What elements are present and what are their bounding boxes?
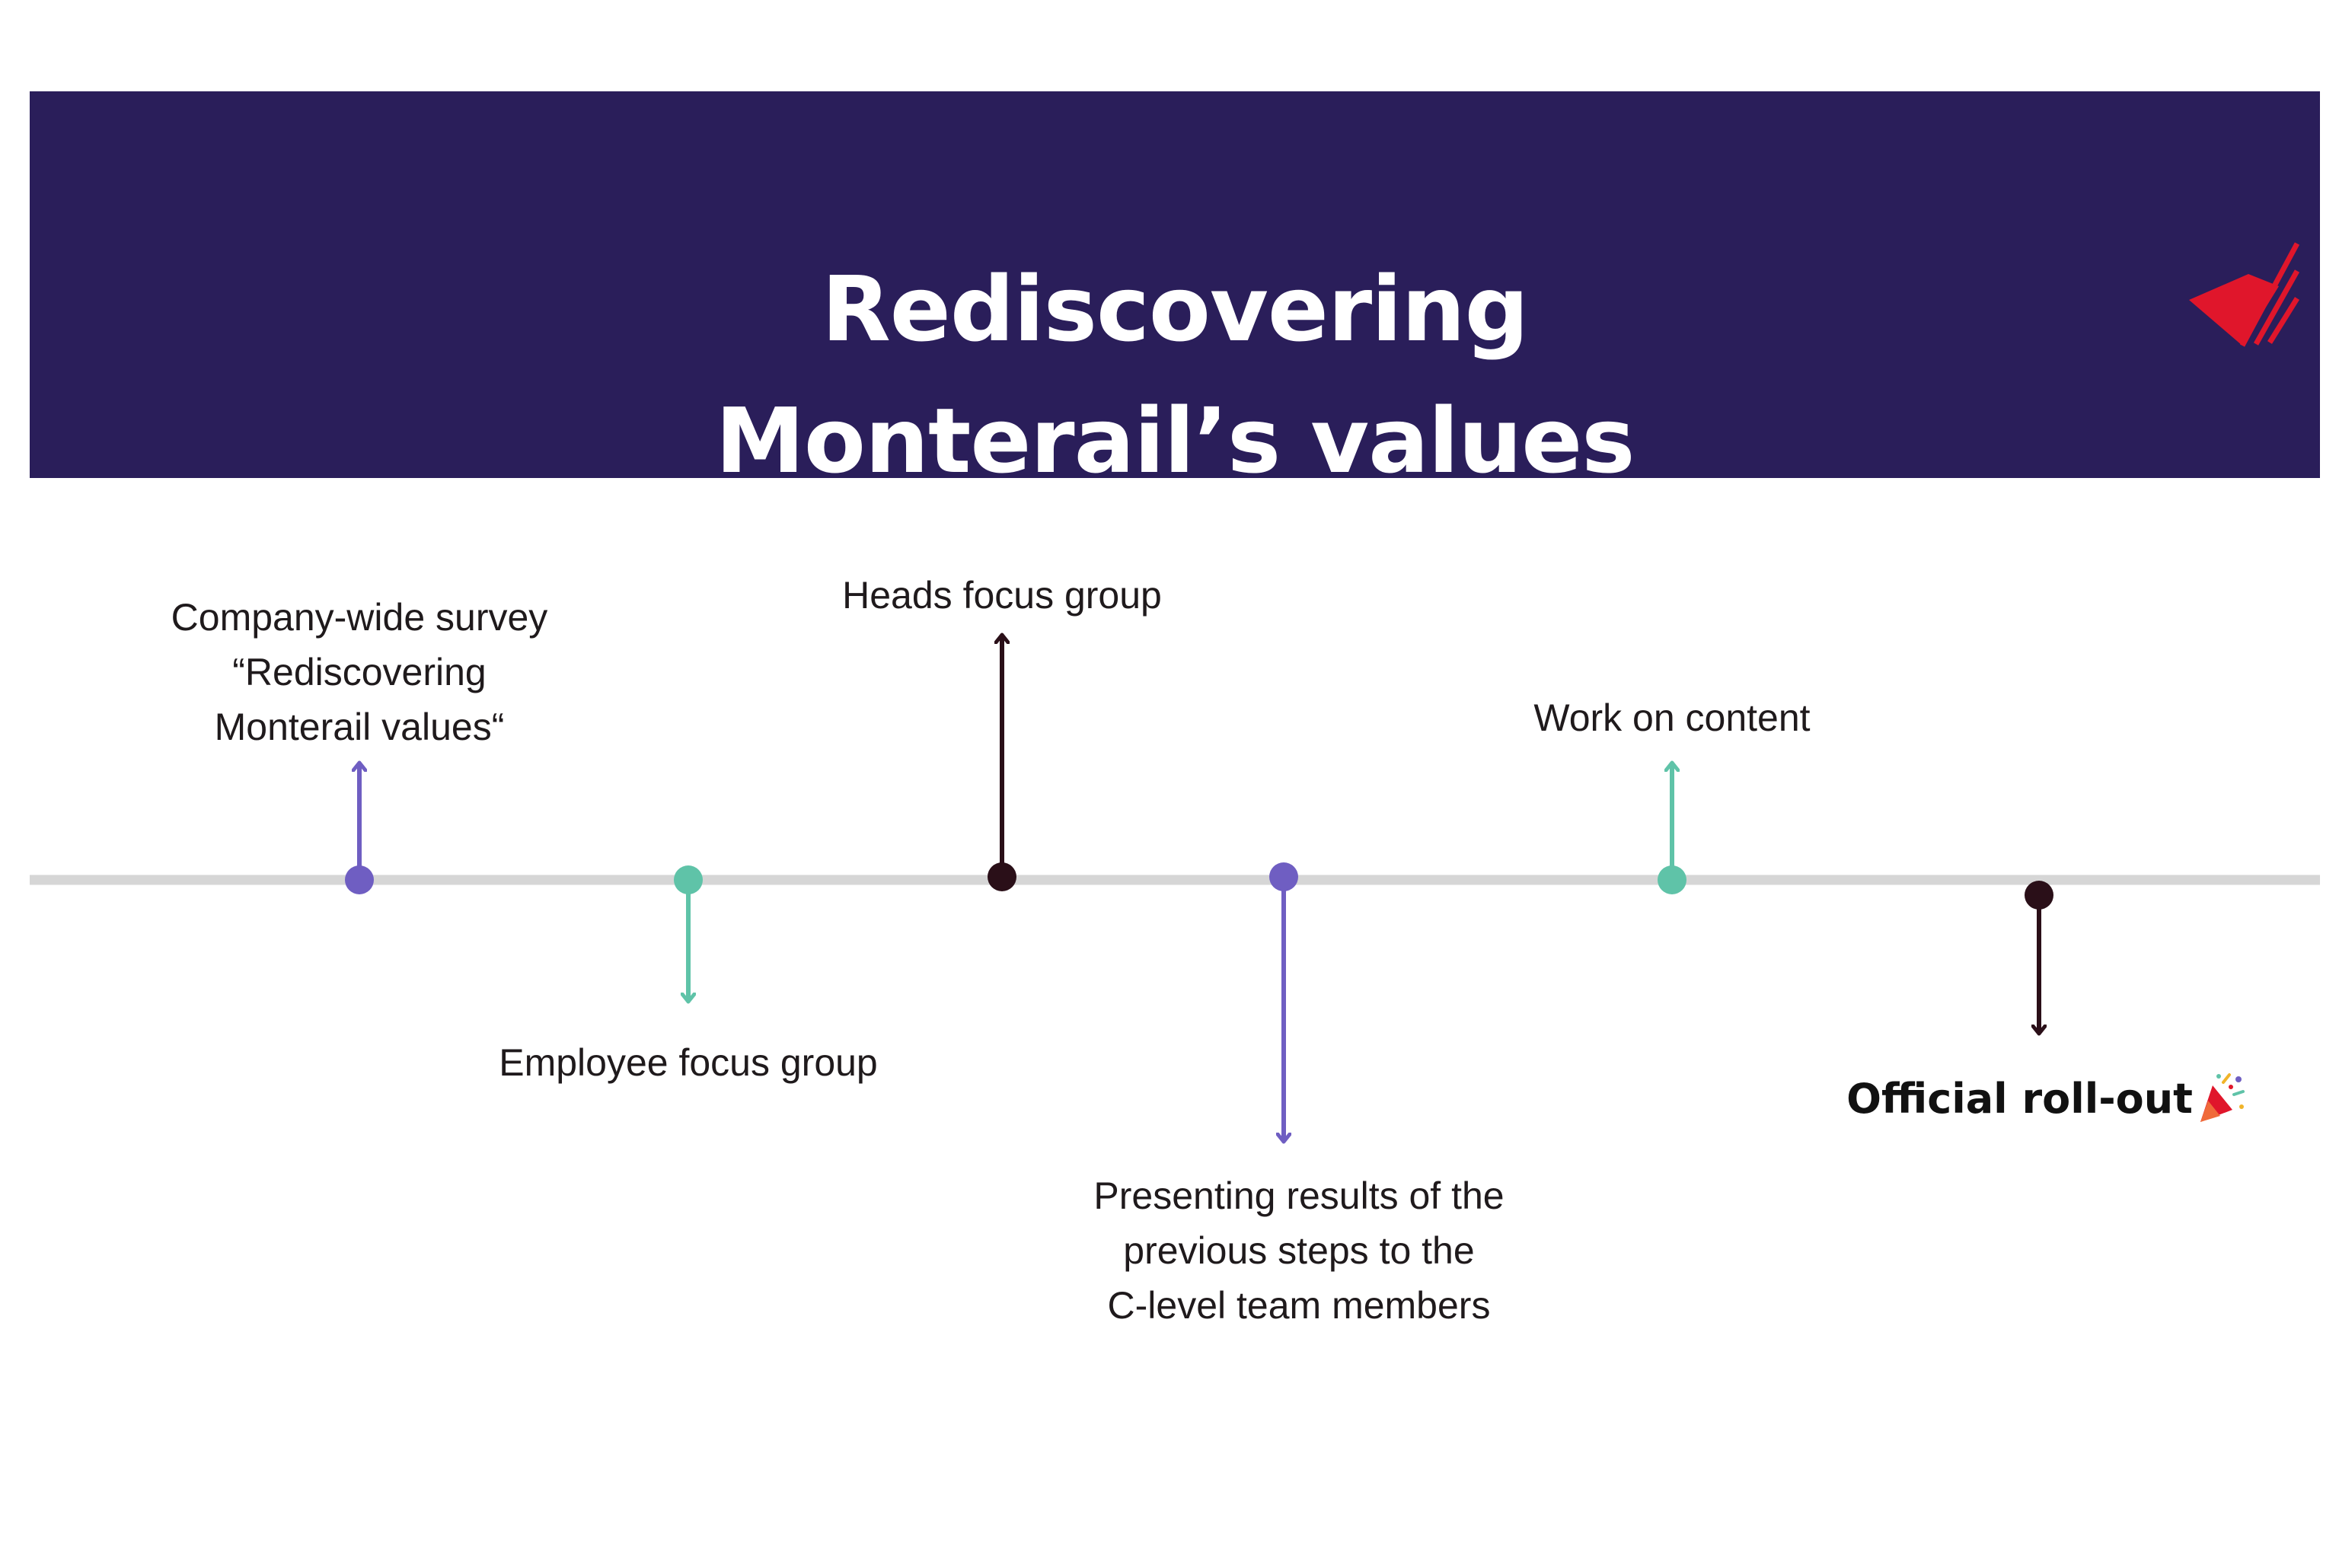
- milestone-dot-content: [1658, 865, 1686, 894]
- title-line-1: Rediscovering: [821, 257, 1529, 362]
- survey-line-1: Company-wide survey: [171, 596, 548, 639]
- milestone-label-presenting: Presenting results of the previous steps…: [1032, 1168, 1565, 1333]
- survey-line-3: Monterail values“: [214, 706, 505, 748]
- milestone-dot-survey: [345, 865, 374, 894]
- milestone-label-content: Work on content: [1444, 690, 1900, 745]
- party-popper-icon: [2200, 1073, 2245, 1122]
- content-line-1: Work on content: [1533, 696, 1811, 739]
- milestone-label-survey: Company-wide survey “Rediscovering Monte…: [131, 590, 588, 754]
- survey-line-2: “Rediscovering: [232, 651, 487, 693]
- rollout-line-1: Official roll-out: [1846, 1075, 2193, 1123]
- presenting-line-1: Presenting results of the: [1093, 1174, 1505, 1217]
- header-banner: Rediscovering Monterail’s values: [30, 91, 2320, 493]
- title-line-2: Monterail’s values: [715, 388, 1635, 493]
- presenting-line-2: previous steps to the: [1123, 1229, 1475, 1272]
- presenting-line-3: C-level team members: [1107, 1284, 1491, 1327]
- milestone-dot-rollout: [2025, 881, 2053, 910]
- monterail-logo-icon: [2189, 242, 2300, 347]
- header-background: [30, 91, 2320, 478]
- milestone-dot-heads: [988, 862, 1016, 891]
- page-title: Rediscovering Monterail’s values: [30, 244, 2320, 507]
- milestone-label-heads: Heads focus group: [774, 568, 1230, 623]
- heads-line-1: Heads focus group: [842, 574, 1162, 617]
- employee-line-1: Employee focus group: [499, 1041, 878, 1084]
- milestone-dot-presenting: [1269, 862, 1298, 891]
- milestone-dot-employee: [674, 865, 703, 894]
- milestone-label-rollout: Official roll-out: [1751, 1072, 2193, 1127]
- milestone-label-employee: Employee focus group: [460, 1035, 917, 1090]
